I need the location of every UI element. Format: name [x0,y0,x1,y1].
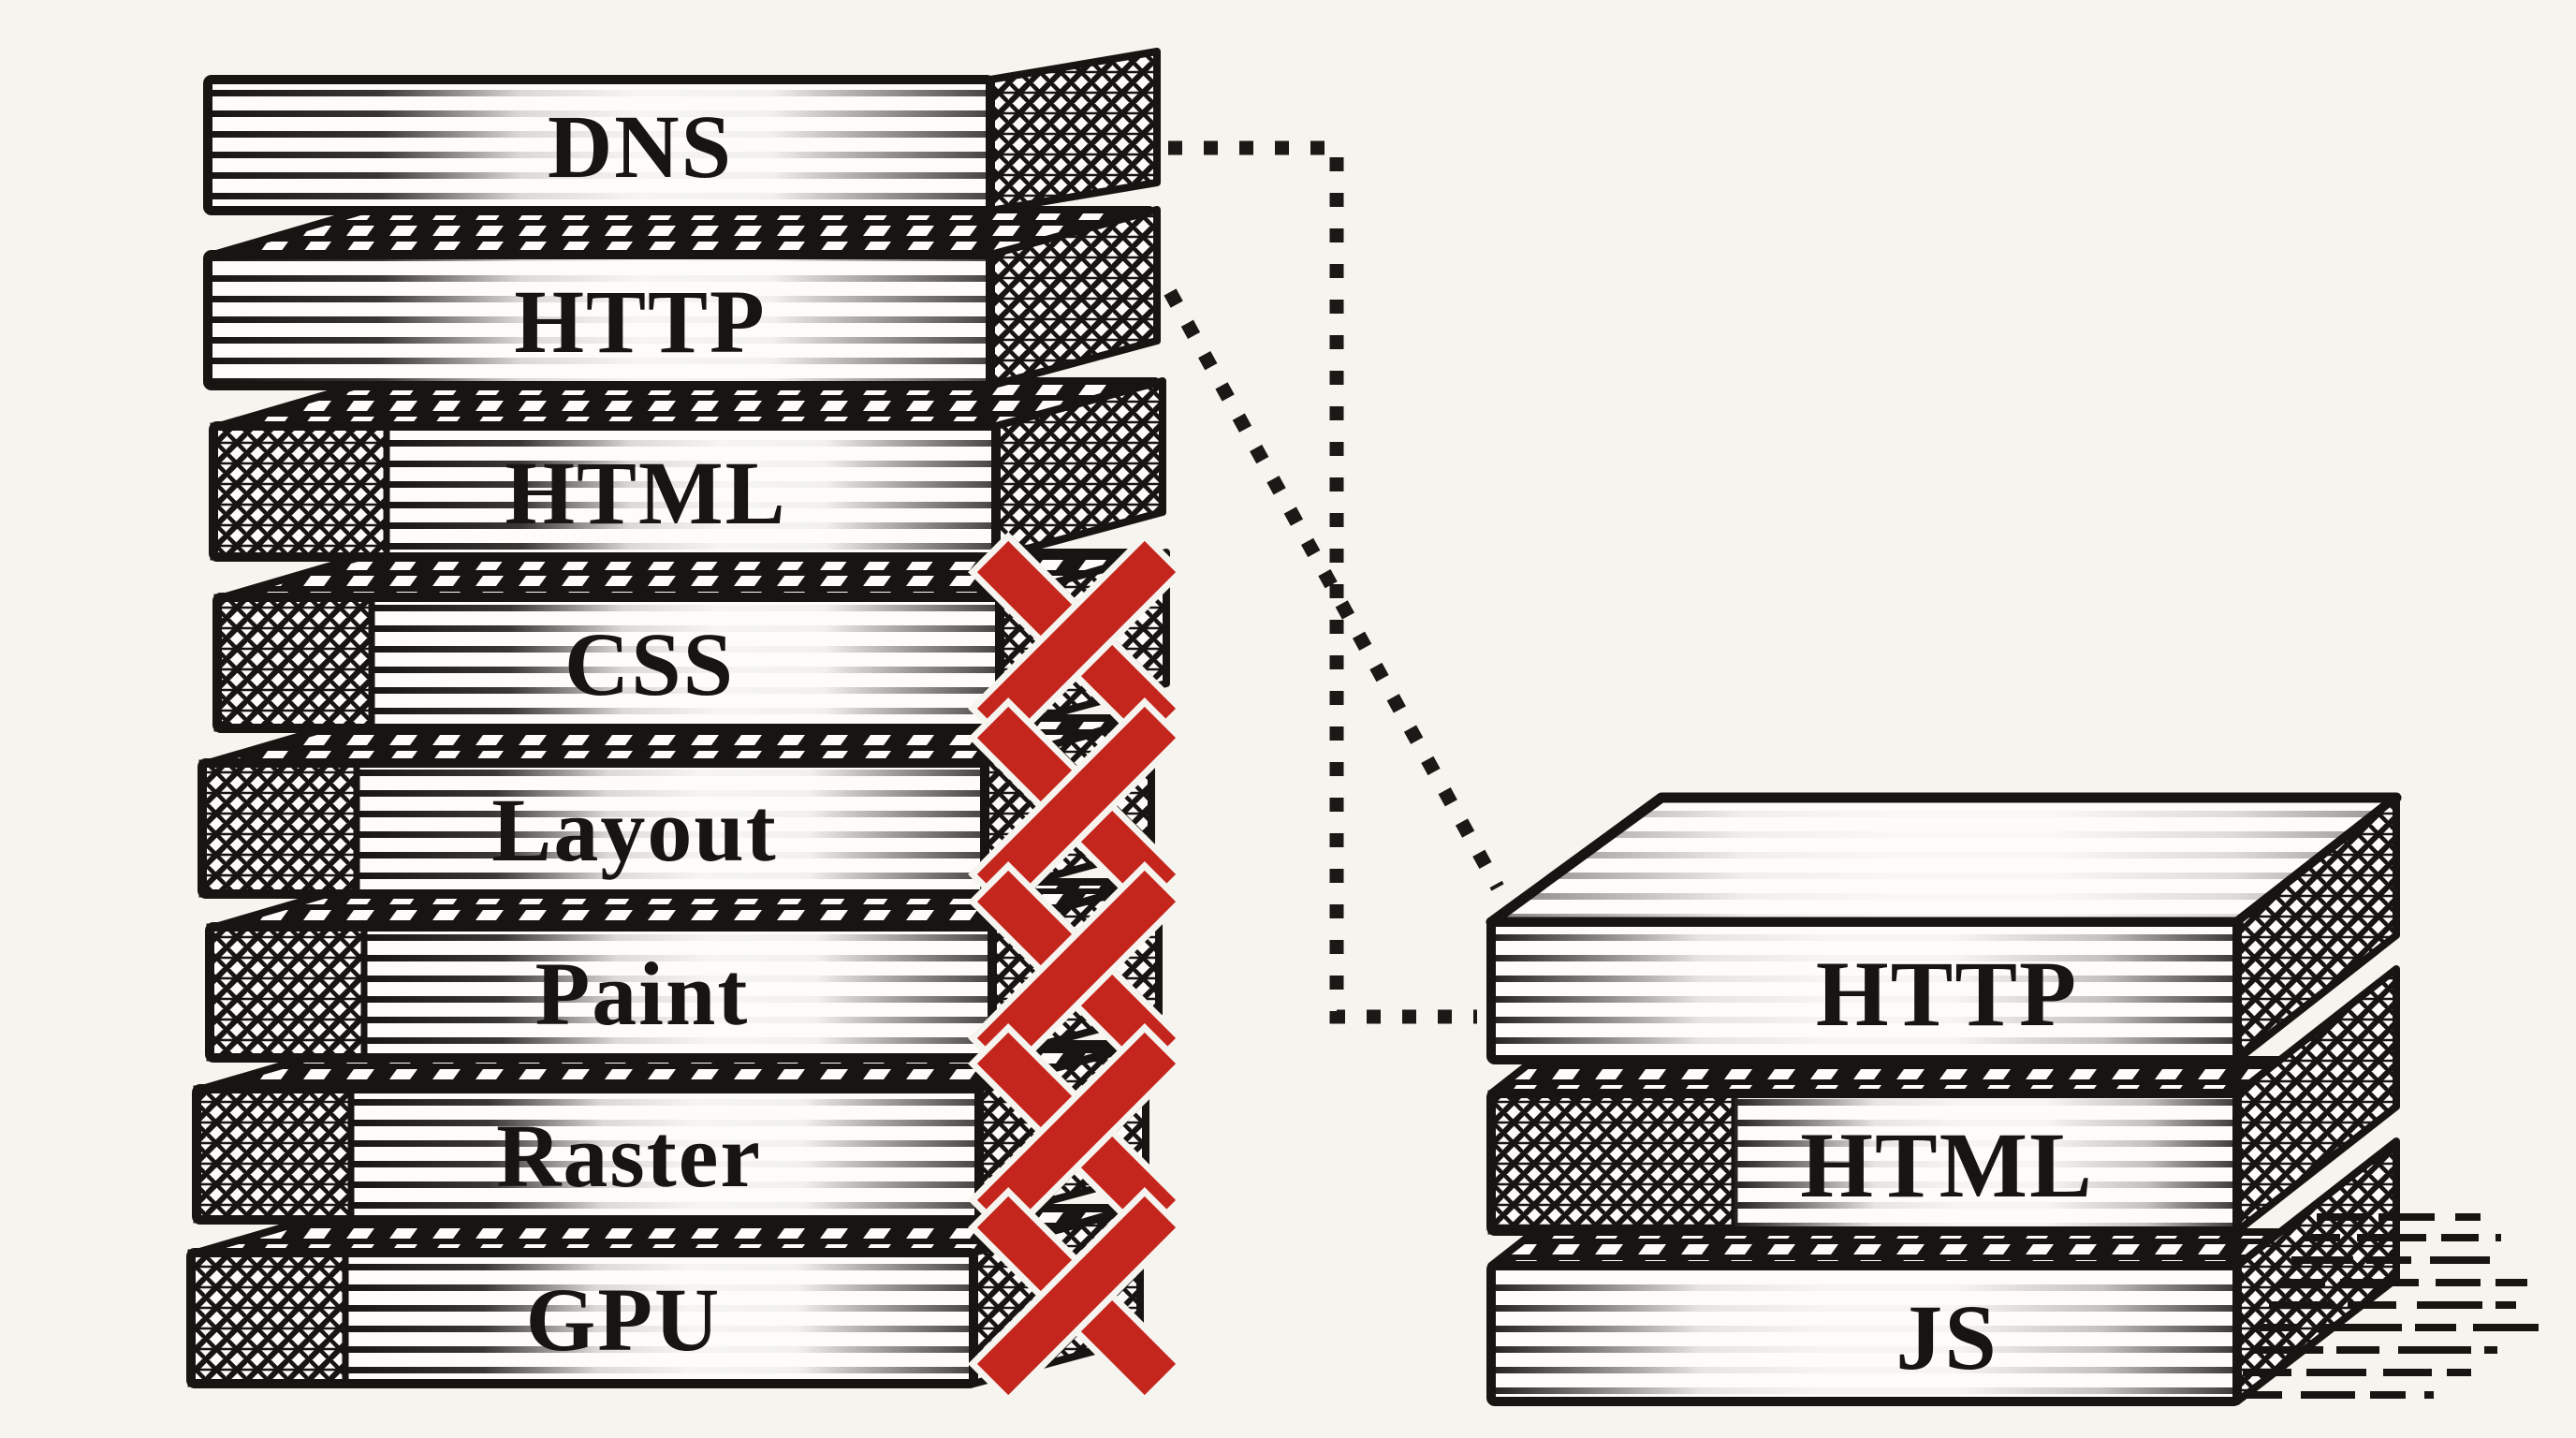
connector-http-to-right-stack [1164,288,1504,891]
connector-dns-to-right-stack [1168,140,1477,1024]
block-face-border [186,1248,978,1388]
block-right-side [987,48,1161,214]
block-face-border [1486,1089,2242,1236]
block-face-border [203,250,995,390]
block-label: Layout [491,780,777,880]
block-face-border [1486,917,2242,1064]
block-left-shading [1487,1090,1738,1235]
shadow-streaks [2243,1213,2539,1399]
block-left-shading [193,1085,355,1224]
block-label: DNS [548,96,733,197]
block-face-border [192,1084,984,1225]
right-stack-block-html: HTML [1486,965,2400,1236]
block-label: JS [1895,1285,1998,1389]
block-face-border [205,922,997,1063]
red-x-icon-paint [968,861,1185,1078]
right-stack-block-js: JS [1486,1137,2400,1406]
left-stack-block-dns: DNS [203,48,1161,215]
block-label: GPU [526,1269,722,1370]
block-label: HTML [505,443,786,543]
block-top-edge [1487,1056,2284,1097]
block-face-border [198,758,989,899]
block-face-border [212,593,1004,733]
left-stack-block-css: CSS [212,549,1170,733]
block-left-shading [198,759,360,898]
block-face-border [203,75,995,215]
block-left-shading [213,594,375,732]
red-x-icon-raster [968,1023,1185,1240]
block-face-border [209,421,1001,562]
left-stack-block-html: HTML [209,377,1166,562]
block-label: HTTP [514,271,766,372]
block-label: CSS [564,614,735,714]
block-left-shading [206,923,368,1062]
red-x-icon-layout [968,697,1185,915]
block-label: Paint [535,944,750,1044]
block-face-border [1486,1261,2242,1406]
red-x-icon-gpu [968,1187,1185,1404]
block-left-shading [187,1249,349,1387]
left-stack-block-http: HTTP [203,206,1161,390]
red-x-marks [968,532,1185,1404]
block-label: Raster [496,1106,762,1206]
right-stack-block-http: HTTP [1486,792,2402,1064]
block-label: HTML [1800,1113,2094,1217]
block-top-edge [1487,1228,2284,1269]
block-label: HTTP [1816,942,2078,1046]
block-left-shading [210,422,390,561]
